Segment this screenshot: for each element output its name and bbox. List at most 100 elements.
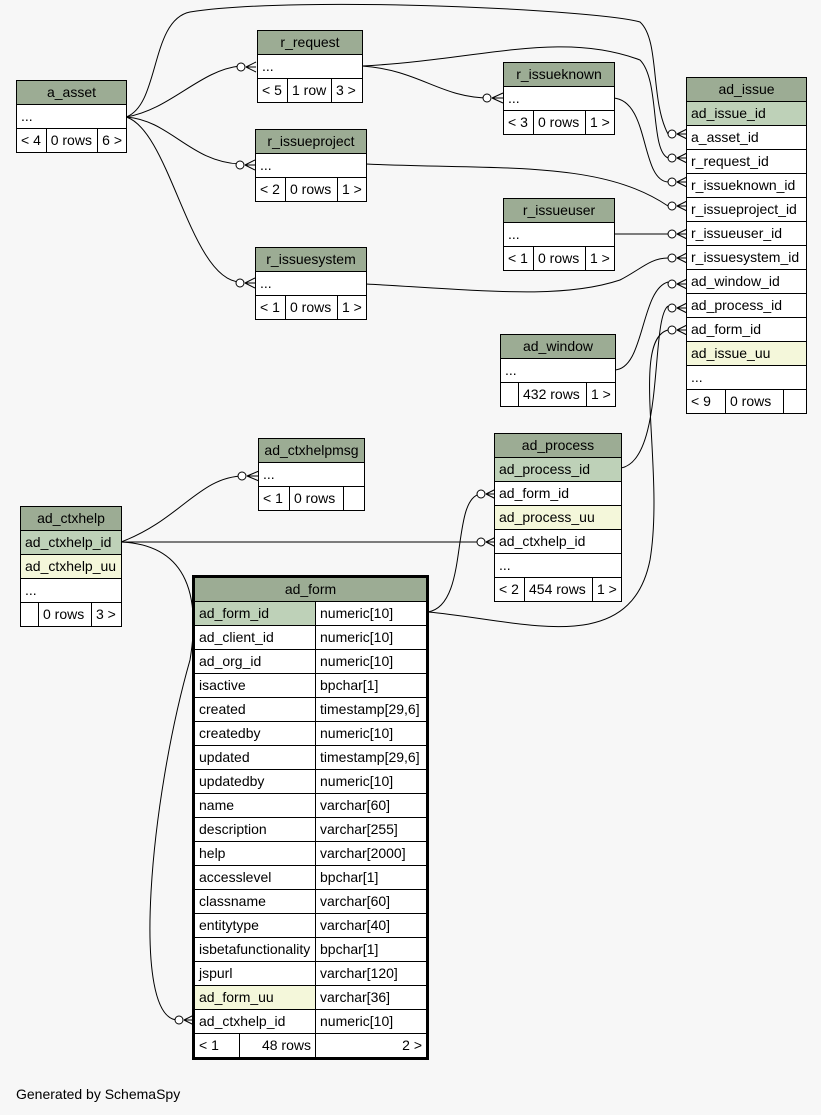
table-footer: < 3 0 rows 1 > [504,111,614,134]
table-ad_window[interactable]: ad_window ... 432 rows 1 > [500,334,616,407]
table-title: r_issuesystem [256,248,366,272]
column-type: numeric[10] [320,629,394,645]
table-title: r_issueknown [504,63,614,87]
edge-end-r_issuesystem_id [667,253,677,263]
column-name: ad_form_id [195,602,316,625]
column-ad_form_id: ad_form_id [499,485,570,501]
edge-end-ad_form-ctxhelp [174,1015,184,1025]
ellipsis-row: ... [505,362,517,378]
column-type: varchar[60] [320,797,391,813]
column-name: ad_org_id [195,650,316,673]
column-type: varchar[2000] [320,845,406,861]
column-ad_process_uu: ad_process_uu [499,509,595,525]
column-type: bpchar[1] [320,941,379,957]
table-footer: < 4 0 rows 6 > [17,129,126,152]
table-r_issuesystem[interactable]: r_issuesystem ... < 1 0 rows 1 > [255,247,367,320]
edge-end-r_issueproject [235,160,245,170]
edge-end-r_issueknown [482,93,492,103]
ellipsis-row: ... [260,275,272,291]
generated-by-label: Generated by SchemaSpy [16,1086,181,1102]
column-ad_ctxhelp_id: ad_ctxhelp_id [25,534,112,550]
table-footer: < 5 1 row 3 > [258,79,362,102]
edge-a_asset-r_request [125,65,241,118]
column-name: entitytype [195,914,316,937]
table-r_issueproject[interactable]: r_issueproject ... < 2 0 rows 1 > [255,129,367,202]
table-footer: < 2 0 rows 1 > [256,178,366,201]
column-type: varchar[36] [320,989,391,1005]
edge-end-r_request_id [667,153,677,163]
column-name: updatedby [195,770,316,793]
ellipsis-row: ... [262,58,274,74]
edge-end-a_asset_id [667,129,677,139]
column-type: varchar[40] [320,917,391,933]
column-name: isbetafunctionality [195,938,316,961]
edge-r_request-r_issueknown [361,65,491,99]
edge-a_asset-r_issuesystem [125,116,241,283]
column-ad_ctxhelp_uu: ad_ctxhelp_uu [25,558,117,574]
column-name: isactive [195,674,316,697]
table-title: ad_issue [687,78,806,102]
table-title: ad_window [501,335,615,359]
column-name: ad_ctxhelp_id [195,1010,316,1033]
edge-end-ad_process_id [667,303,677,313]
column-ad_process_id: ad_process_id [691,297,783,313]
column-ad_window_id: ad_window_id [691,273,780,289]
edge-end-ad_form_id [667,325,677,335]
column-name: createdby [195,722,316,745]
column-type: varchar[120] [320,965,398,981]
column-name: updated [195,746,316,769]
edge-ad_process-ad_issue [620,305,669,469]
table-ad_ctxhelpmsg[interactable]: ad_ctxhelpmsg ... < 1 0 rows [258,438,365,511]
table-ad_process[interactable]: ad_process ad_process_id ad_form_id ad_p… [494,433,622,602]
table-ad_ctxhelp[interactable]: ad_ctxhelp ad_ctxhelp_id ad_ctxhelp_uu .… [20,506,122,627]
table-title: a_asset [17,81,126,105]
column-a_asset_id: a_asset_id [691,129,759,145]
column-name: help [195,842,316,865]
table-r_request[interactable]: r_request ... < 5 1 row 3 > [257,30,363,103]
edge-end-r_issueuser_id [667,229,677,239]
column-type: varchar[60] [320,893,391,909]
edge-end-ctxhelpmsg [237,471,247,481]
table-title: r_issueuser [504,199,614,223]
table-title: r_request [258,31,362,55]
column-name: accesslevel [195,866,316,889]
column-type: bpchar[1] [320,677,379,693]
column-ad_issue_id: ad_issue_id [691,105,766,121]
table-footer: < 1 0 rows [259,487,364,510]
column-name: classname [195,890,316,913]
ellipsis-row: ... [691,369,703,385]
edge-ad_form-ad_process [427,493,481,613]
ellipsis-row: ... [21,108,33,124]
table-r_issueuser[interactable]: r_issueuser ... < 1 0 rows 1 > [503,198,615,271]
table-footer: 432 rows 1 > [501,383,615,406]
edge-a_asset-r_issueproject [125,116,241,165]
column-r_issuesystem_id: r_issuesystem_id [691,249,800,265]
table-ad_issue[interactable]: ad_issue ad_issue_id a_asset_id r_reques… [686,77,807,414]
column-type: varchar[255] [320,821,398,837]
table-footer: < 9 0 rows [687,390,806,413]
column-type: numeric[10] [320,605,394,621]
table-r_issueknown[interactable]: r_issueknown ... < 3 0 rows 1 > [503,62,615,135]
column-r_request_id: r_request_id [691,153,769,169]
column-r_issueknown_id: r_issueknown_id [691,177,796,193]
column-ad_process_id: ad_process_id [499,461,591,477]
table-footer: 0 rows 3 > [21,603,121,626]
ellipsis-row: ... [263,466,275,482]
column-name: jspurl [195,962,316,985]
edge-end-r_request [236,62,246,72]
table-a_asset[interactable]: a_asset ... < 4 0 rows 6 > [16,80,127,153]
table-footer: < 1 0 rows 1 > [504,247,614,270]
table-title: ad_ctxhelpmsg [259,439,364,463]
column-name: name [195,794,316,817]
